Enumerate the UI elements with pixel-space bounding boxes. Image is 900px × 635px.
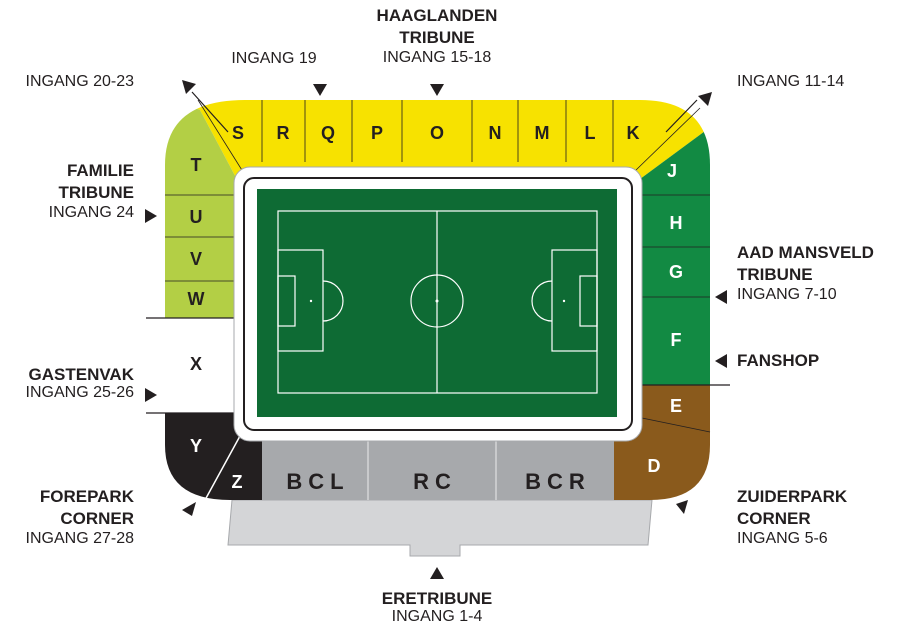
arrow-ingang-1-4 xyxy=(430,567,444,579)
section-bcl[interactable]: BCL xyxy=(286,469,349,494)
aad-mansveld-stand[interactable] xyxy=(632,120,720,385)
label-ingang-20-23: INGANG 20-23 xyxy=(25,73,134,90)
label-gastenvak: GASTENVAK INGANG 25-26 xyxy=(25,365,134,402)
section-rc[interactable]: RC xyxy=(413,469,457,494)
label-ingang-19: INGANG 19 xyxy=(231,50,317,67)
green-section-labels: J H G F xyxy=(667,161,683,350)
zone-lines xyxy=(146,317,730,414)
section-d[interactable]: D xyxy=(648,456,661,476)
brown-section-labels: E D xyxy=(648,396,683,476)
arrow-ingang-19 xyxy=(313,84,327,96)
section-x[interactable]: X xyxy=(190,354,202,374)
section-n[interactable]: N xyxy=(489,123,502,143)
section-t[interactable]: T xyxy=(191,155,202,175)
section-h[interactable]: H xyxy=(670,213,683,233)
section-p[interactable]: P xyxy=(371,123,383,143)
arrow-ingang-11-14 xyxy=(698,92,712,106)
pointer-lines xyxy=(191,91,698,133)
section-u[interactable]: U xyxy=(190,207,203,227)
arrow-ingang-27-28 xyxy=(182,502,196,516)
yellow-section-labels: S R Q P O N M L K xyxy=(232,123,640,143)
section-dividers xyxy=(165,99,711,501)
section-s[interactable]: S xyxy=(232,123,244,143)
label-forepark: FOREPARK CORNER INGANG 27-28 xyxy=(25,487,134,547)
section-v[interactable]: V xyxy=(190,249,202,269)
section-g[interactable]: G xyxy=(669,262,683,282)
section-bcr[interactable]: BCR xyxy=(525,469,591,494)
label-ingang-11-14: INGANG 11-14 xyxy=(737,73,845,90)
arrow-ingang-7-10 xyxy=(715,290,727,304)
label-haaglanden: HAAGLANDEN TRIBUNE INGANG 15-18 xyxy=(376,6,498,66)
arrow-ingang-15-18 xyxy=(430,84,444,96)
haaglanden-stand[interactable] xyxy=(150,90,720,185)
section-e[interactable]: E xyxy=(670,396,682,416)
label-zuiderpark: ZUIDERPARK CORNER INGANG 5-6 xyxy=(737,487,848,547)
main-stand-labels: BCL RC BCR xyxy=(286,469,591,494)
arrow-ingang-24 xyxy=(145,209,157,223)
section-y[interactable]: Y xyxy=(190,436,202,456)
arrow-fanshop xyxy=(715,354,727,368)
arrow-ingang-25-26 xyxy=(145,388,157,402)
entrance-arrows xyxy=(145,80,727,579)
main-stand[interactable] xyxy=(262,440,614,520)
section-l[interactable]: L xyxy=(585,123,596,143)
black-section-labels: Y Z xyxy=(190,436,243,492)
section-r[interactable]: R xyxy=(277,123,290,143)
section-z[interactable]: Z xyxy=(232,472,243,492)
section-m[interactable]: M xyxy=(535,123,550,143)
label-familie: FAMILIE TRIBUNE INGANG 24 xyxy=(48,161,134,221)
label-aad-mansveld: AAD MANSVELD TRIBUNE INGANG 7-10 xyxy=(737,243,874,303)
section-j[interactable]: J xyxy=(667,161,677,181)
label-fanshop: FANSHOP xyxy=(737,351,820,370)
section-q[interactable]: Q xyxy=(321,123,335,143)
section-w[interactable]: W xyxy=(188,289,205,309)
section-o[interactable]: O xyxy=(430,123,444,143)
arrow-ingang-5-6 xyxy=(676,500,688,514)
familie-stand[interactable] xyxy=(150,90,240,318)
section-k[interactable]: K xyxy=(627,123,640,143)
label-eretribune: ERETRIBUNE INGANG 1-4 xyxy=(381,589,493,626)
gastenvak-stand[interactable] xyxy=(150,318,240,413)
section-f[interactable]: F xyxy=(671,330,682,350)
lime-section-labels: T U V W X xyxy=(188,155,205,374)
arrow-ingang-20-23 xyxy=(182,80,196,94)
eretribune-apron xyxy=(227,499,653,557)
